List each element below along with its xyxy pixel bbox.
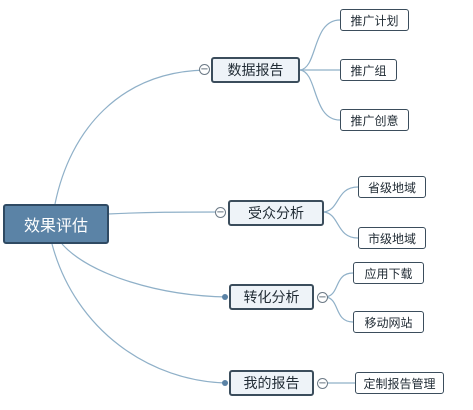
connector-data-report-creative xyxy=(299,69,341,121)
leaf-label: 定制报告管理 xyxy=(363,376,436,391)
branch-audience-analysis[interactable]: 受众分析 xyxy=(228,200,324,226)
leaf-label: 推广计划 xyxy=(350,13,399,28)
connector-data-report-plan xyxy=(299,19,341,71)
branch-label: 转化分析 xyxy=(243,290,300,306)
branch-conversion-analysis[interactable]: 转化分析 xyxy=(229,284,314,310)
branch-my-report[interactable]: 我的报告 xyxy=(229,370,314,396)
connector-dot-icon xyxy=(222,380,228,386)
branch-label: 数据报告 xyxy=(227,63,284,79)
leaf-promotion-creative[interactable]: 推广创意 xyxy=(340,109,409,131)
leaf-label: 推广创意 xyxy=(350,113,399,128)
leaf-mobile-site[interactable]: 移动网站 xyxy=(353,311,424,333)
leaf-label: 移动网站 xyxy=(364,315,413,330)
leaf-city-region[interactable]: 市级地域 xyxy=(358,227,426,249)
connector-audience-city xyxy=(323,211,359,239)
branch-label: 我的报告 xyxy=(243,376,300,392)
collapse-toggle-icon[interactable]: − xyxy=(317,291,328,303)
collapse-toggle-icon[interactable]: − xyxy=(215,206,226,218)
collapse-toggle-icon[interactable]: − xyxy=(317,377,328,389)
leaf-promotion-plan[interactable]: 推广计划 xyxy=(340,9,409,31)
leaf-custom-report-management[interactable]: 定制报告管理 xyxy=(355,372,444,394)
root-node[interactable]: 效果评估 xyxy=(3,204,109,244)
branch-data-report[interactable]: 数据报告 xyxy=(211,57,300,83)
leaf-province-region[interactable]: 省级地域 xyxy=(358,176,426,198)
connector-root-my-report xyxy=(51,243,229,384)
connector-dot-icon xyxy=(222,294,228,300)
leaf-promotion-group[interactable]: 推广组 xyxy=(340,59,397,81)
connector-conversion-app xyxy=(325,272,354,298)
branch-label: 受众分析 xyxy=(248,206,304,222)
connector-root-audience xyxy=(107,211,221,215)
leaf-label: 市级地域 xyxy=(367,231,416,246)
collapse-toggle-icon[interactable]: − xyxy=(199,63,210,75)
connector-audience-province xyxy=(323,186,359,213)
connector-conversion-mobile xyxy=(325,296,354,323)
leaf-label: 推广组 xyxy=(350,63,387,78)
connector-root-conversion xyxy=(61,243,229,298)
root-label: 效果评估 xyxy=(23,216,88,235)
leaf-app-download[interactable]: 应用下载 xyxy=(353,262,424,284)
leaf-label: 省级地域 xyxy=(367,180,416,195)
leaf-label: 应用下载 xyxy=(364,266,413,281)
connector-root-data-report xyxy=(54,69,206,205)
